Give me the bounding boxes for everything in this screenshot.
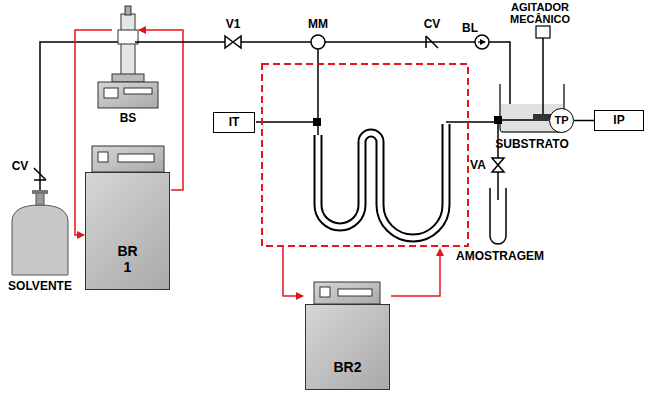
pump-label: BS — [113, 112, 143, 125]
connector — [574, 120, 594, 121]
outlet-label: AMOSTRAGEM — [455, 250, 545, 263]
indicator-box: IT — [213, 112, 255, 133]
node-text: BR2 — [333, 360, 361, 375]
pump-label: BL — [458, 22, 482, 35]
bath-unit: BR 1 — [85, 172, 170, 290]
bath-unit: BR2 — [305, 304, 390, 390]
valve-label: CV — [417, 18, 447, 31]
device-label: AGITADOR MECÂNICO — [490, 1, 590, 25]
device-label: MM — [303, 18, 333, 31]
indicator-box: IP — [594, 110, 644, 131]
node-text: TP — [554, 114, 568, 126]
node-text: BR 1 — [113, 244, 143, 275]
valve-label: VA — [466, 159, 490, 172]
node-text: IT — [229, 116, 240, 129]
vessel-label: SOLVENTE — [0, 280, 80, 293]
valve-label: CV — [8, 160, 32, 173]
node-text: IP — [613, 114, 624, 127]
vessel-label: SUBSTRATO — [487, 138, 577, 151]
transducer-circle: TP — [549, 108, 574, 133]
connector-line — [574, 120, 594, 122]
valve-label: V1 — [218, 18, 248, 31]
